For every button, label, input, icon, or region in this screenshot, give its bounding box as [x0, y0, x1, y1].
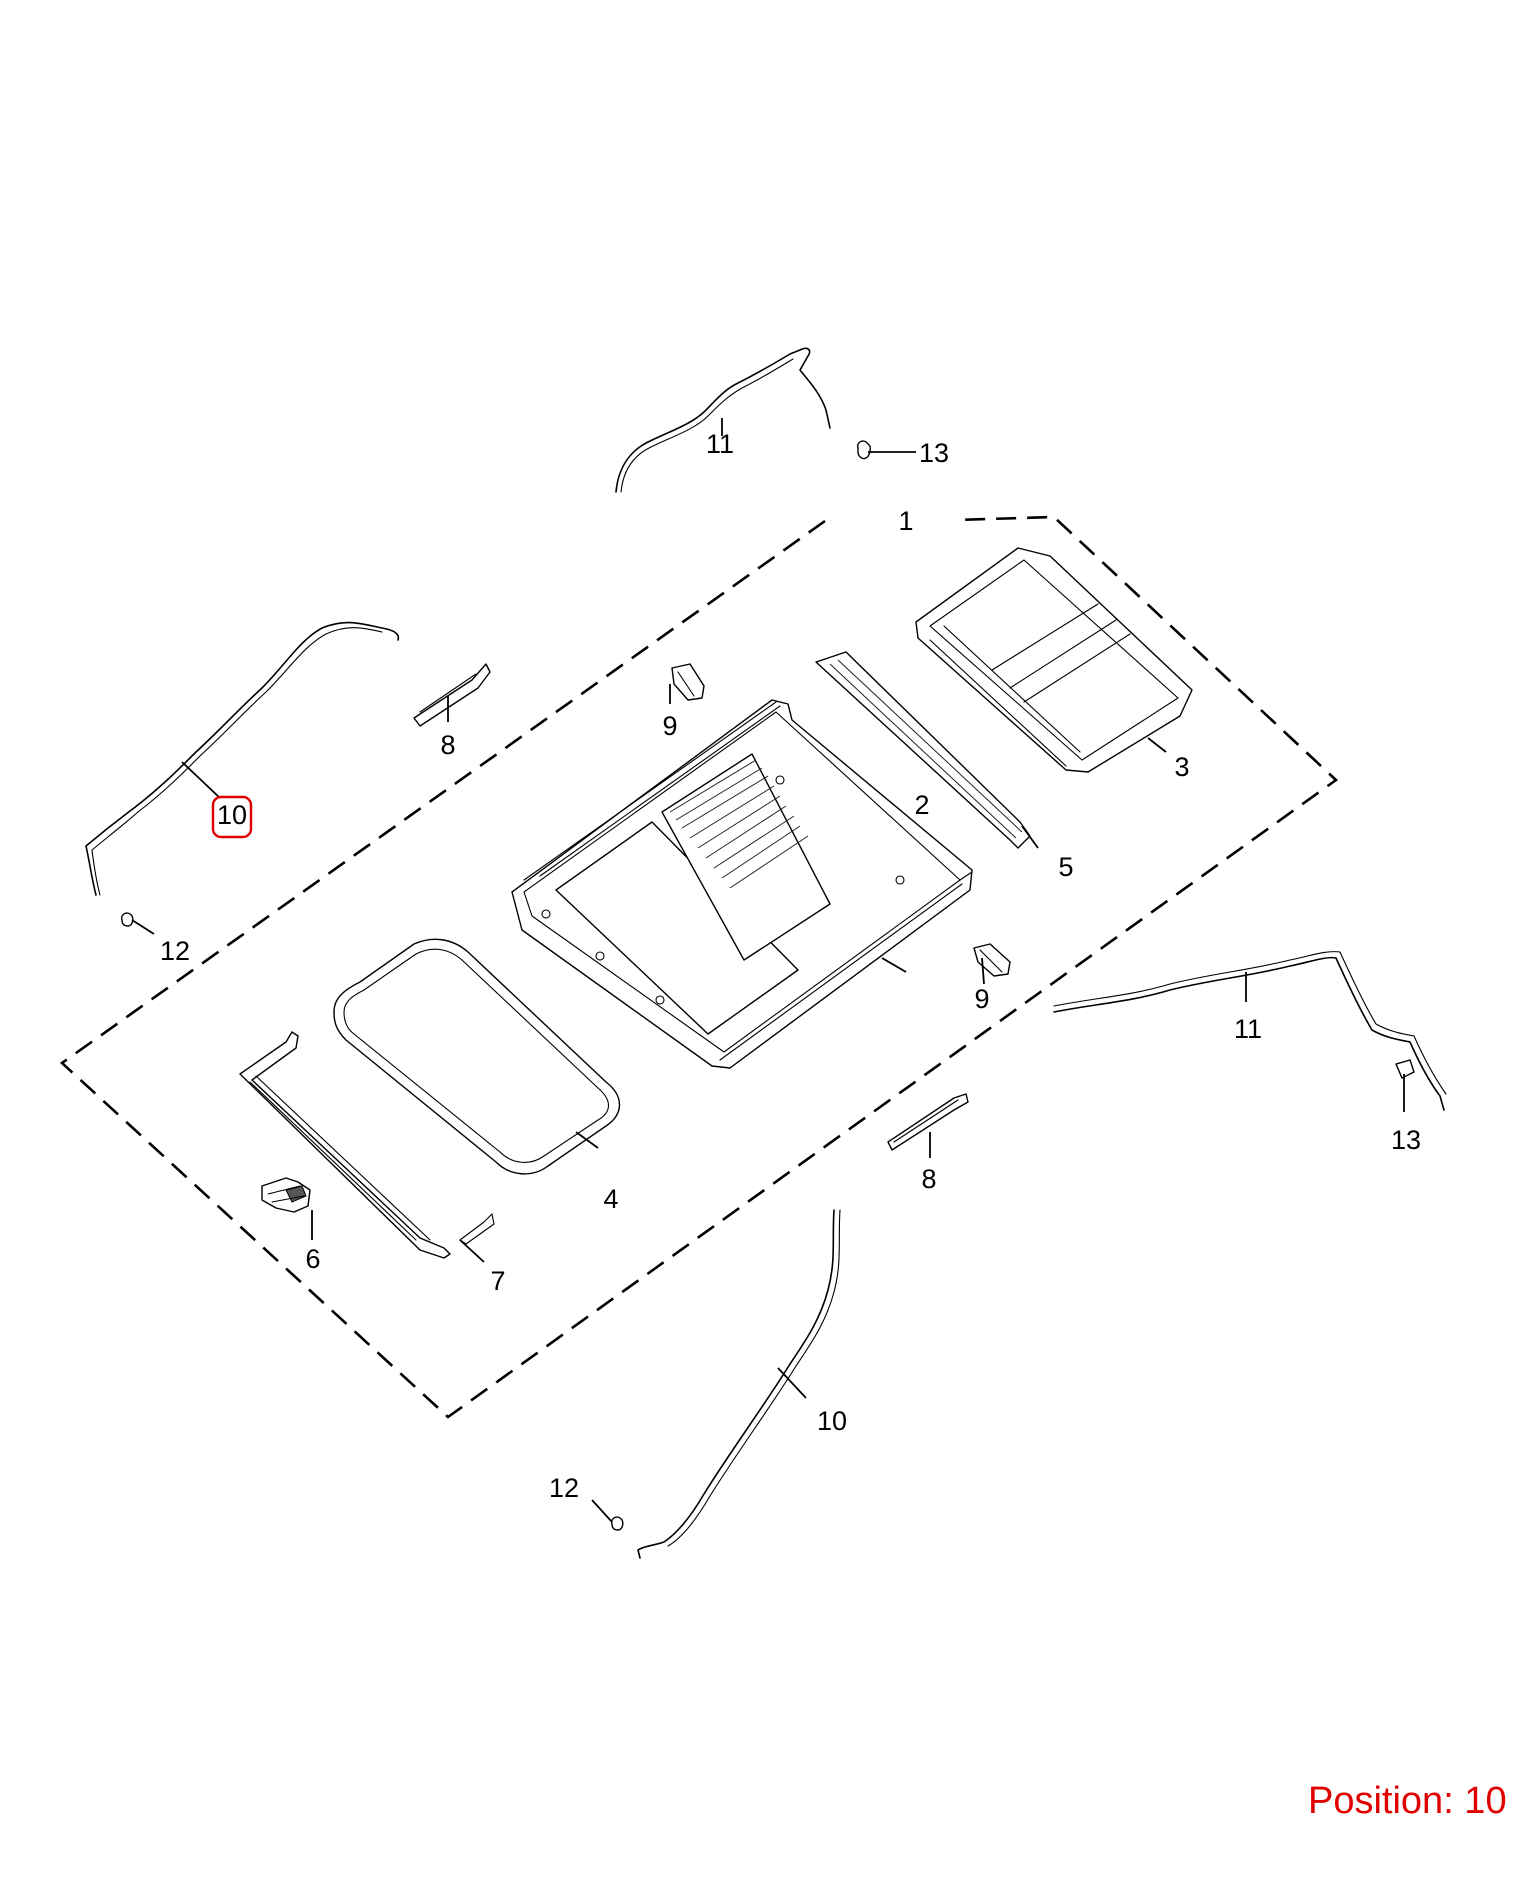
clip-left[interactable]: [120, 912, 134, 927]
mounting-bracket-upper[interactable]: [671, 663, 705, 701]
callout-9-lower[interactable]: 9: [974, 984, 989, 1014]
callout-13-lower[interactable]: 13: [1391, 1125, 1421, 1155]
callout-12-bottom[interactable]: 12: [549, 1473, 579, 1503]
callout-11-lower[interactable]: 11: [1234, 1014, 1262, 1044]
callout-3[interactable]: 3: [1174, 752, 1189, 782]
position-indicator: Position: 10: [1308, 1780, 1507, 1822]
callout-6[interactable]: 6: [305, 1244, 320, 1274]
glass-panel[interactable]: [333, 938, 621, 1175]
callout-11-upper[interactable]: 11: [706, 429, 734, 459]
selected-callout-highlight: [211, 795, 253, 839]
clip-upper[interactable]: [856, 440, 871, 460]
callout-13-upper[interactable]: 13: [919, 438, 949, 468]
sunroof-frame[interactable]: [511, 699, 973, 1069]
callout-4[interactable]: 4: [603, 1184, 618, 1214]
callout-labels: 1 2 3 4 5 6 7 8 8 9 9 10 10 11 11 12 12 …: [160, 429, 1421, 1503]
callout-5[interactable]: 5: [1058, 852, 1073, 882]
callout-8-upper[interactable]: 8: [440, 730, 455, 760]
callout-2[interactable]: 2: [914, 790, 929, 820]
callout-10-lower[interactable]: 10: [817, 1406, 847, 1436]
callout-1[interactable]: 1: [898, 506, 913, 536]
drain-hose-front-left[interactable]: [85, 621, 400, 896]
clip-lower-right[interactable]: [1395, 1059, 1415, 1079]
guide-bracket-lower[interactable]: [887, 1093, 969, 1151]
callout-7[interactable]: 7: [490, 1266, 505, 1296]
sunroof-motor[interactable]: [261, 1177, 311, 1213]
drain-hose-rear-left[interactable]: [637, 1209, 841, 1559]
drain-hose-rear-right[interactable]: [1053, 951, 1447, 1111]
assembly-boundary: [59, 515, 1339, 1419]
callout-9-upper[interactable]: 9: [662, 711, 677, 741]
mounting-bracket-lower[interactable]: [973, 943, 1011, 977]
callout-12-left[interactable]: 12: [160, 936, 190, 966]
guide-bracket-upper[interactable]: [413, 663, 491, 727]
clip-bottom[interactable]: [610, 1516, 624, 1531]
sunshade-assembly[interactable]: [915, 547, 1193, 773]
leader-lines: [131, 418, 1405, 1523]
drain-hose-upper-right[interactable]: [615, 347, 831, 493]
callout-10-upper[interactable]: 10: [217, 800, 247, 830]
weatherstrip-seal[interactable]: [239, 1031, 495, 1259]
callout-8-lower[interactable]: 8: [921, 1164, 936, 1194]
